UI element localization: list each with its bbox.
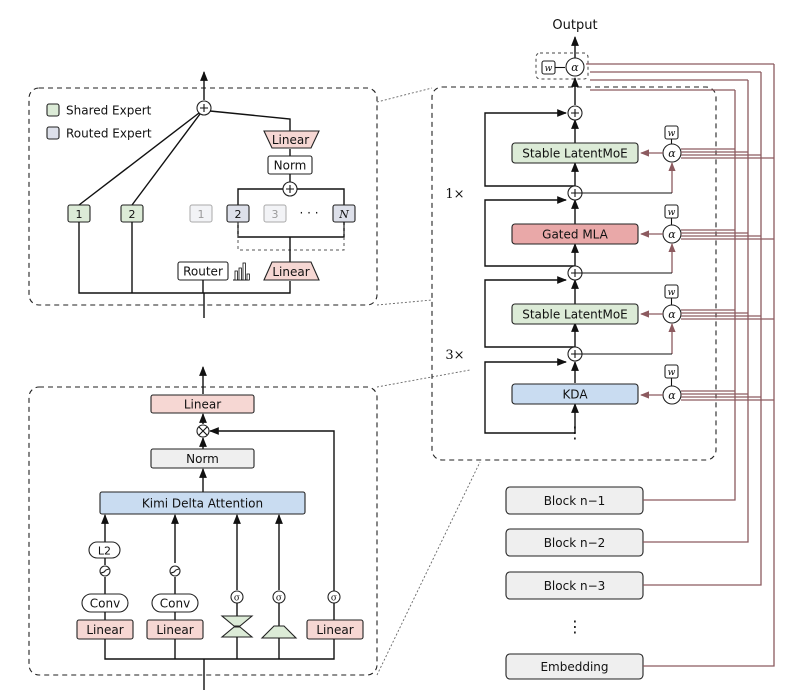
stack-ellipsis: ⋮ — [567, 423, 583, 442]
svg-text:α: α — [668, 308, 676, 321]
kda-box — [511, 383, 639, 405]
add-node — [567, 105, 583, 121]
svg-text:w: w — [668, 368, 676, 378]
main-layer-stack: Output w α Stable LatentMoE Gated MLA — [431, 18, 717, 461]
routed-expert-n-label: N — [338, 208, 349, 221]
alpha-node-group: w α — [640, 284, 682, 324]
bar-chart-icon — [233, 262, 250, 281]
activation-icon — [99, 565, 111, 577]
legend-shared-label: Shared Expert — [66, 104, 152, 118]
inactive-routed-expert-3 — [263, 204, 287, 223]
alpha-node-group: w α — [640, 204, 682, 244]
kda-norm-label: Norm — [186, 452, 219, 466]
repeat-3-label: 3× — [445, 348, 464, 363]
block-n1-label: Block n−1 — [544, 494, 606, 508]
zoom-connectors — [376, 87, 481, 676]
stable-latentmoe-label: Stable LatentMoE — [522, 308, 628, 322]
sigma-label: σ — [331, 594, 337, 604]
lowrank-down — [220, 615, 254, 627]
linear-gate-label: Linear — [316, 623, 353, 637]
top-weight-label: w — [545, 64, 553, 74]
stable-latentmoe-label: Stable LatentMoE — [522, 147, 628, 161]
embedding-label: Embedding — [540, 660, 608, 674]
inactive-routed-expert-3-label: 3 — [272, 208, 279, 221]
svg-text:w: w — [668, 288, 676, 298]
linear-k-label: Linear — [156, 623, 193, 637]
multiply-node — [196, 424, 210, 438]
activation-icon — [169, 565, 181, 577]
svg-text:α: α — [668, 228, 676, 241]
svg-text:α: α — [668, 389, 676, 402]
beta-linear — [260, 625, 298, 639]
conv-label-q: Conv — [90, 597, 120, 611]
block-n2-label: Block n−2 — [544, 536, 606, 550]
kimi-delta-attention-box — [99, 491, 306, 515]
inactive-routed-expert-1-label: 1 — [198, 208, 205, 221]
moe-down-linear — [263, 261, 320, 281]
sigma-label: σ — [234, 594, 240, 604]
inactive-routed-expert-1 — [189, 204, 213, 223]
top-alpha-label: α — [571, 61, 579, 74]
stable-latentmoe-box — [511, 142, 639, 164]
top-alpha-node — [565, 57, 585, 77]
block-n3-label: Block n−3 — [544, 579, 606, 593]
shared-expert-1-label: 1 — [76, 208, 83, 221]
linear-q-label: Linear — [86, 623, 123, 637]
block-ellipsis: ⋮ — [567, 617, 583, 636]
svg-text:w: w — [668, 208, 676, 218]
kimi-delta-attention-label: Kimi Delta Attention — [142, 497, 263, 511]
legend-routed-swatch — [46, 126, 60, 140]
router-label: Router — [183, 265, 223, 279]
lowrank-up — [220, 626, 254, 638]
routed-expert-2-label: 2 — [235, 208, 242, 221]
sigma-label: σ — [276, 594, 282, 604]
kda-out-linear — [150, 394, 255, 414]
moe-detail-panel: Shared Expert Routed Expert Linear Norm … — [28, 71, 378, 318]
alpha-node-group: w α — [640, 364, 682, 405]
linear-gate — [306, 619, 364, 640]
kda-out-linear-label: Linear — [184, 398, 221, 412]
history-bus — [586, 63, 775, 667]
shared-expert-2-label: 2 — [129, 208, 136, 221]
l2-norm-label: L2 — [98, 545, 111, 558]
repeat-1-label: 1× — [445, 187, 464, 202]
legend-routed-label: Routed Expert — [66, 127, 152, 141]
gated-mla-box — [511, 223, 639, 245]
output-label: Output — [552, 18, 597, 33]
kda-detail-panel: Linear Norm Kimi Delta Attention L2 Conv… — [28, 366, 378, 690]
moe-up-linear-label: Linear — [272, 133, 309, 147]
conv-label-k: Conv — [160, 597, 190, 611]
svg-text:w: w — [668, 129, 676, 139]
block-history: Block n−1 Block n−2 Block n−3 ⋮ Embeddin… — [505, 486, 644, 680]
alpha-node-group: w α — [640, 125, 682, 163]
moe-add-node — [196, 100, 212, 116]
expert-dots: · · · — [299, 206, 318, 220]
stable-latentmoe-box — [511, 303, 639, 325]
moe-norm-label: Norm — [274, 159, 307, 173]
svg-text:α: α — [668, 147, 676, 160]
legend-shared-swatch — [46, 103, 60, 117]
kda-label: KDA — [562, 388, 588, 402]
moe-down-linear-label: Linear — [272, 265, 309, 279]
moe-up-linear — [263, 130, 320, 149]
moe-expert-add-node — [282, 181, 298, 197]
kda-norm-box — [150, 448, 255, 469]
gated-mla-label: Gated MLA — [542, 228, 608, 242]
